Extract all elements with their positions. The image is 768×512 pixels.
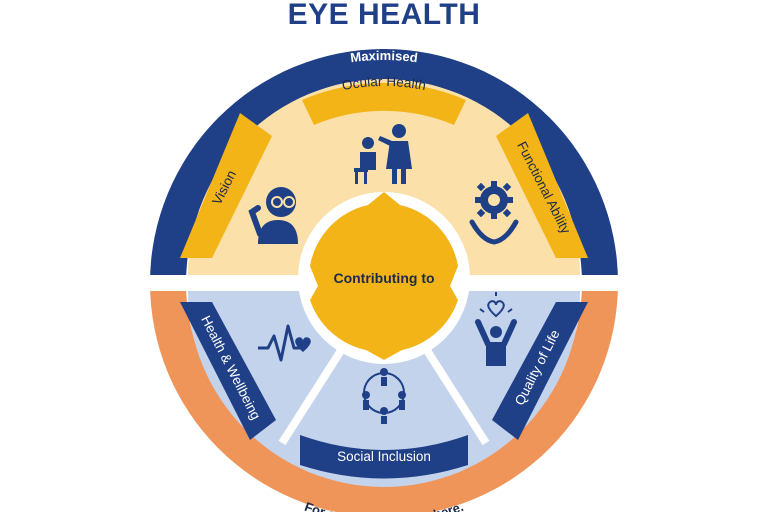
ring-top-label: Maximised (349, 48, 418, 65)
social-inclusion-tab (300, 435, 468, 479)
person-joy-icon (475, 292, 517, 366)
ocular-health-tab (302, 82, 466, 125)
heartbeat-icon (258, 324, 311, 362)
vision-tab (180, 113, 272, 258)
center-label: Contributing to (333, 270, 434, 286)
person-glasses-icon (248, 187, 298, 244)
people-circle-icon (362, 368, 406, 424)
gear-hands-icon (469, 181, 519, 245)
segment-label-ocular-health: Ocular Health (341, 74, 427, 93)
quality-of-life-tab (492, 302, 588, 440)
outer-ring-bottom (150, 283, 618, 512)
health-wellbeing-tab (180, 302, 276, 440)
center-bubble (310, 192, 458, 360)
outer-ring-top (150, 49, 618, 283)
page-title: EYE HEALTH (287, 0, 481, 31)
eye-exam-icon (354, 124, 412, 184)
segment-label-social-inclusion: Social Inclusion (337, 449, 431, 464)
functional-ability-tab (496, 113, 588, 258)
